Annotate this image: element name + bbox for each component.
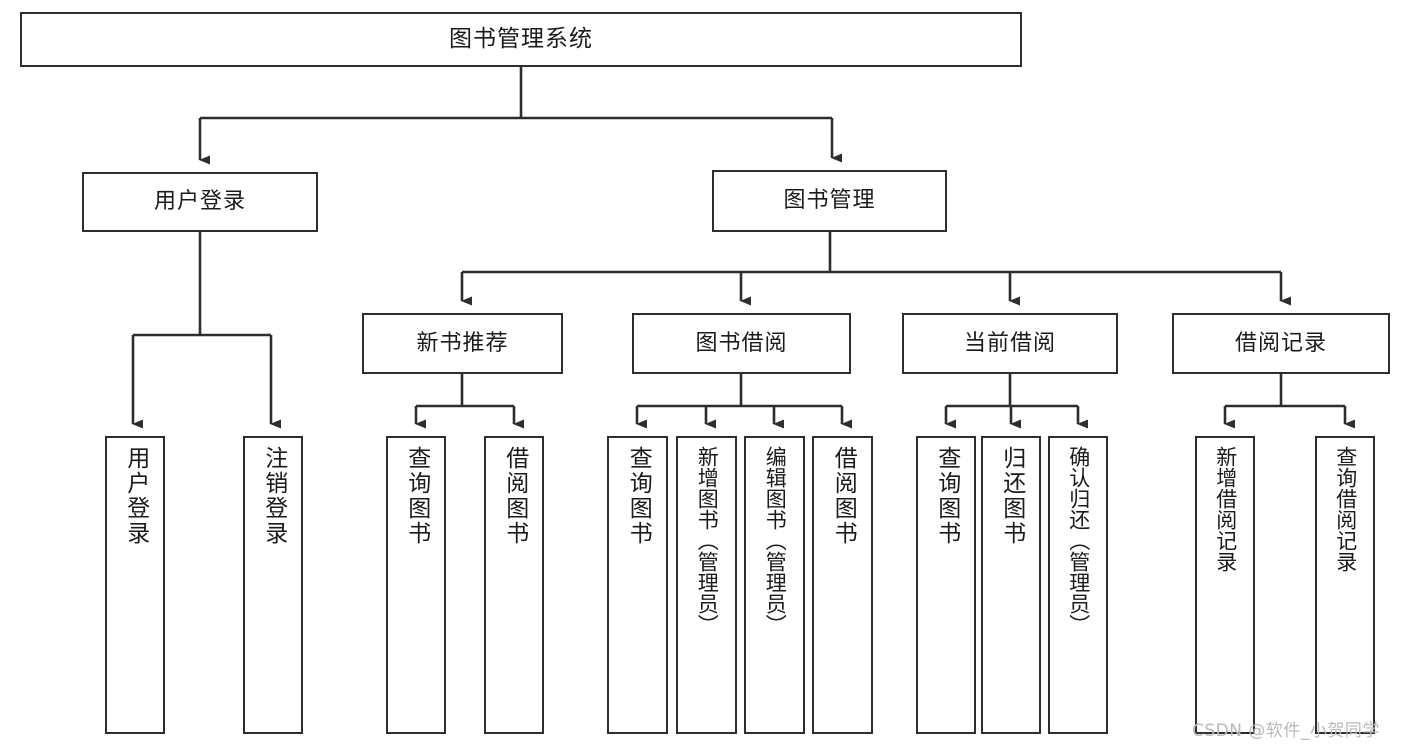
node-leaf-8-label: 查询图书: [933, 446, 960, 546]
node-leaf-11-label: 新增借阅记录: [1213, 446, 1238, 572]
node-leaf-0-label: 用户登录: [122, 446, 149, 546]
node-root-system[interactable]: 图书管理系统: [20, 12, 1022, 67]
node-leaf-2[interactable]: 查询图书: [386, 436, 446, 734]
node-leaf-7-label: 借阅图书: [830, 446, 857, 546]
node-leaf-9-label: 归还图书: [998, 446, 1025, 546]
node-level3-1[interactable]: 图书借阅: [632, 313, 851, 374]
node-leaf-10-label: 确认归还（管理员）: [1066, 446, 1091, 635]
node-leaf-3-label: 借阅图书: [501, 446, 528, 546]
node-level2-1[interactable]: 图书管理: [712, 170, 947, 232]
node-root-label: 图书管理系统: [449, 25, 593, 52]
node-leaf-1[interactable]: 注销登录: [243, 436, 303, 734]
node-level3-0[interactable]: 新书推荐: [362, 313, 563, 374]
node-leaf-0[interactable]: 用户登录: [105, 436, 165, 734]
node-leaf-12-label: 查询借阅记录: [1333, 446, 1358, 572]
node-level3-2[interactable]: 当前借阅: [902, 313, 1118, 374]
node-leaf-2-label: 查询图书: [403, 446, 430, 546]
node-leaf-12[interactable]: 查询借阅记录: [1315, 436, 1375, 734]
node-leaf-6[interactable]: 编辑图书（管理员）: [744, 436, 805, 734]
node-level3-0-label: 新书推荐: [416, 330, 509, 356]
node-level2-0[interactable]: 用户登录: [82, 172, 318, 232]
node-leaf-9[interactable]: 归还图书: [981, 436, 1041, 734]
node-level2-1-label: 图书管理: [783, 188, 876, 214]
node-leaf-4-label: 查询图书: [625, 446, 652, 546]
node-leaf-7[interactable]: 借阅图书: [812, 436, 873, 734]
node-leaf-8[interactable]: 查询图书: [916, 436, 976, 734]
node-level3-3[interactable]: 借阅记录: [1172, 313, 1390, 374]
node-leaf-5-label: 新增图书（管理员）: [695, 446, 720, 635]
node-level3-1-label: 图书借阅: [695, 330, 788, 356]
node-leaf-4[interactable]: 查询图书: [607, 436, 668, 734]
node-leaf-5[interactable]: 新增图书（管理员）: [676, 436, 737, 734]
csdn-watermark: CSDN @软件_小贺同学: [1192, 721, 1380, 741]
node-level3-2-label: 当前借阅: [963, 330, 1056, 356]
node-level3-3-label: 借阅记录: [1234, 330, 1327, 356]
node-leaf-6-label: 编辑图书（管理员）: [763, 446, 788, 635]
node-level2-0-label: 用户登录: [153, 189, 246, 215]
node-leaf-1-label: 注销登录: [260, 446, 287, 546]
node-leaf-11[interactable]: 新增借阅记录: [1195, 436, 1255, 734]
node-leaf-3[interactable]: 借阅图书: [484, 436, 544, 734]
node-leaf-10[interactable]: 确认归还（管理员）: [1048, 436, 1108, 734]
